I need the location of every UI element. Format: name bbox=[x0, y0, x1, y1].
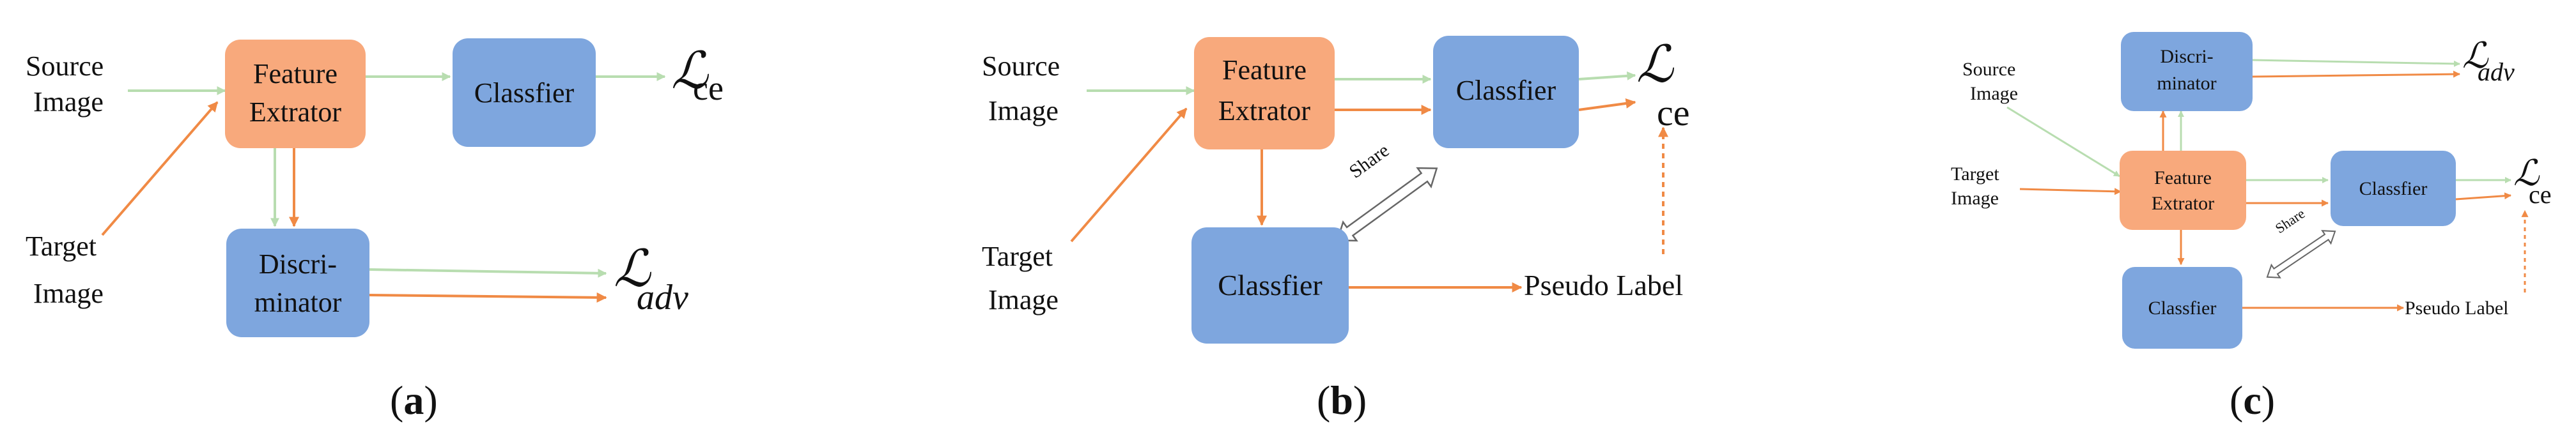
target-image-label-line1: Target bbox=[982, 241, 1053, 272]
target-image-label-line1: Target bbox=[1951, 163, 1999, 185]
target-to-feature-arrow bbox=[1070, 107, 1188, 243]
classifier-label: Classfier bbox=[2359, 178, 2428, 199]
share-label: Share bbox=[2272, 205, 2308, 236]
panel-b: Source Image Target Image Share Feature … bbox=[982, 36, 1690, 423]
target-to-feature-arrow bbox=[2019, 188, 2122, 195]
source-image-label-line2: Image bbox=[988, 95, 1059, 126]
classifier-to-lce-green-arrow bbox=[1578, 71, 1636, 80]
feature-extractor-box bbox=[2120, 151, 2246, 230]
loss-ce-subscript: ce bbox=[693, 69, 724, 107]
feature-extractor-box bbox=[1194, 37, 1335, 149]
feature-extractor-box bbox=[225, 40, 366, 148]
panel-c-label: (c) bbox=[2230, 377, 2275, 423]
feature-extractor-label-line2: Extrator bbox=[1218, 95, 1311, 126]
loss-ce-subscript: ce bbox=[1657, 92, 1690, 133]
share-double-arrow bbox=[1336, 167, 1438, 242]
discriminator-label-line2: minator bbox=[254, 287, 342, 318]
feature-extractor-label-line1: Feature bbox=[1222, 54, 1307, 86]
source-to-feature-arrow bbox=[2006, 106, 2120, 178]
loss-ce-symbol: ℒ bbox=[1636, 37, 1674, 93]
source-image-label-line2: Image bbox=[33, 86, 104, 118]
classifier-box bbox=[1433, 36, 1579, 148]
classifier-label: Classfier bbox=[474, 77, 575, 109]
source-image-label-line2: Image bbox=[1970, 83, 2018, 104]
feature-extractor-label-line1: Feature bbox=[2154, 167, 2212, 188]
loss-adv-symbol: ℒ bbox=[2462, 36, 2489, 76]
share-double-arrow bbox=[2266, 230, 2336, 278]
discriminator-label-line2: minator bbox=[2157, 73, 2216, 94]
discriminator-label-line1: Discri- bbox=[2160, 46, 2213, 67]
classifier-to-lce-orange-arrow bbox=[1578, 98, 1636, 111]
target-image-label-line1: Target bbox=[26, 231, 97, 262]
discriminator-box bbox=[2121, 32, 2253, 111]
disc-to-ladv-orange-arrow bbox=[2252, 70, 2461, 78]
target-image-label-line2: Image bbox=[1951, 188, 1999, 209]
feature-extractor-label-line2: Extrator bbox=[2152, 193, 2214, 214]
bottom-classifier-box bbox=[1191, 227, 1349, 344]
share-label: Share bbox=[1346, 140, 1393, 183]
loss-ce-symbol: ℒ bbox=[2513, 154, 2540, 194]
classifier-to-lce-orange-arrow bbox=[2455, 192, 2512, 201]
discriminator-to-ladv-green-arrow bbox=[369, 268, 607, 278]
disc-to-ladv-green-arrow bbox=[2252, 59, 2460, 67]
source-image-label-line1: Source bbox=[982, 50, 1060, 82]
target-to-feature-arrow bbox=[101, 101, 219, 236]
loss-ce-symbol: ℒ bbox=[671, 43, 709, 100]
bottom-classifier-box bbox=[2122, 267, 2242, 349]
bottom-classifier-label: Classfier bbox=[2148, 298, 2217, 319]
target-image-label-line2: Image bbox=[33, 278, 104, 309]
pseudo-label-text: Pseudo Label bbox=[1524, 269, 1683, 301]
feature-extractor-label-line1: Feature bbox=[253, 58, 338, 89]
panel-a: Source Image Target Image Feature Extrat… bbox=[26, 38, 724, 423]
panel-a-label: (a) bbox=[390, 377, 438, 423]
discriminator-to-ladv-orange-arrow bbox=[369, 292, 607, 303]
feature-extractor-label-line2: Extrator bbox=[249, 96, 342, 128]
bottom-classifier-label: Classfier bbox=[1218, 269, 1323, 301]
discriminator-label-line1: Discri- bbox=[259, 248, 337, 280]
loss-adv-symbol: ℒ bbox=[614, 241, 651, 298]
panel-c: Source Image Target Image Share Discri- … bbox=[1951, 32, 2552, 423]
classifier-box bbox=[453, 38, 596, 147]
classifier-label: Classfier bbox=[1456, 75, 1556, 106]
source-image-label-line1: Source bbox=[1962, 59, 2015, 80]
loss-ce-subscript: ce bbox=[2529, 180, 2552, 209]
target-image-label-line2: Image bbox=[988, 284, 1059, 315]
discriminator-box bbox=[226, 229, 369, 337]
pseudo-label-text: Pseudo Label bbox=[2405, 298, 2508, 319]
panel-b-label: (b) bbox=[1317, 377, 1367, 423]
source-image-label-line1: Source bbox=[26, 50, 104, 82]
loss-adv-subscript: adv bbox=[637, 278, 688, 317]
classifier-box bbox=[2331, 151, 2456, 226]
loss-adv-subscript: adv bbox=[2478, 57, 2515, 86]
